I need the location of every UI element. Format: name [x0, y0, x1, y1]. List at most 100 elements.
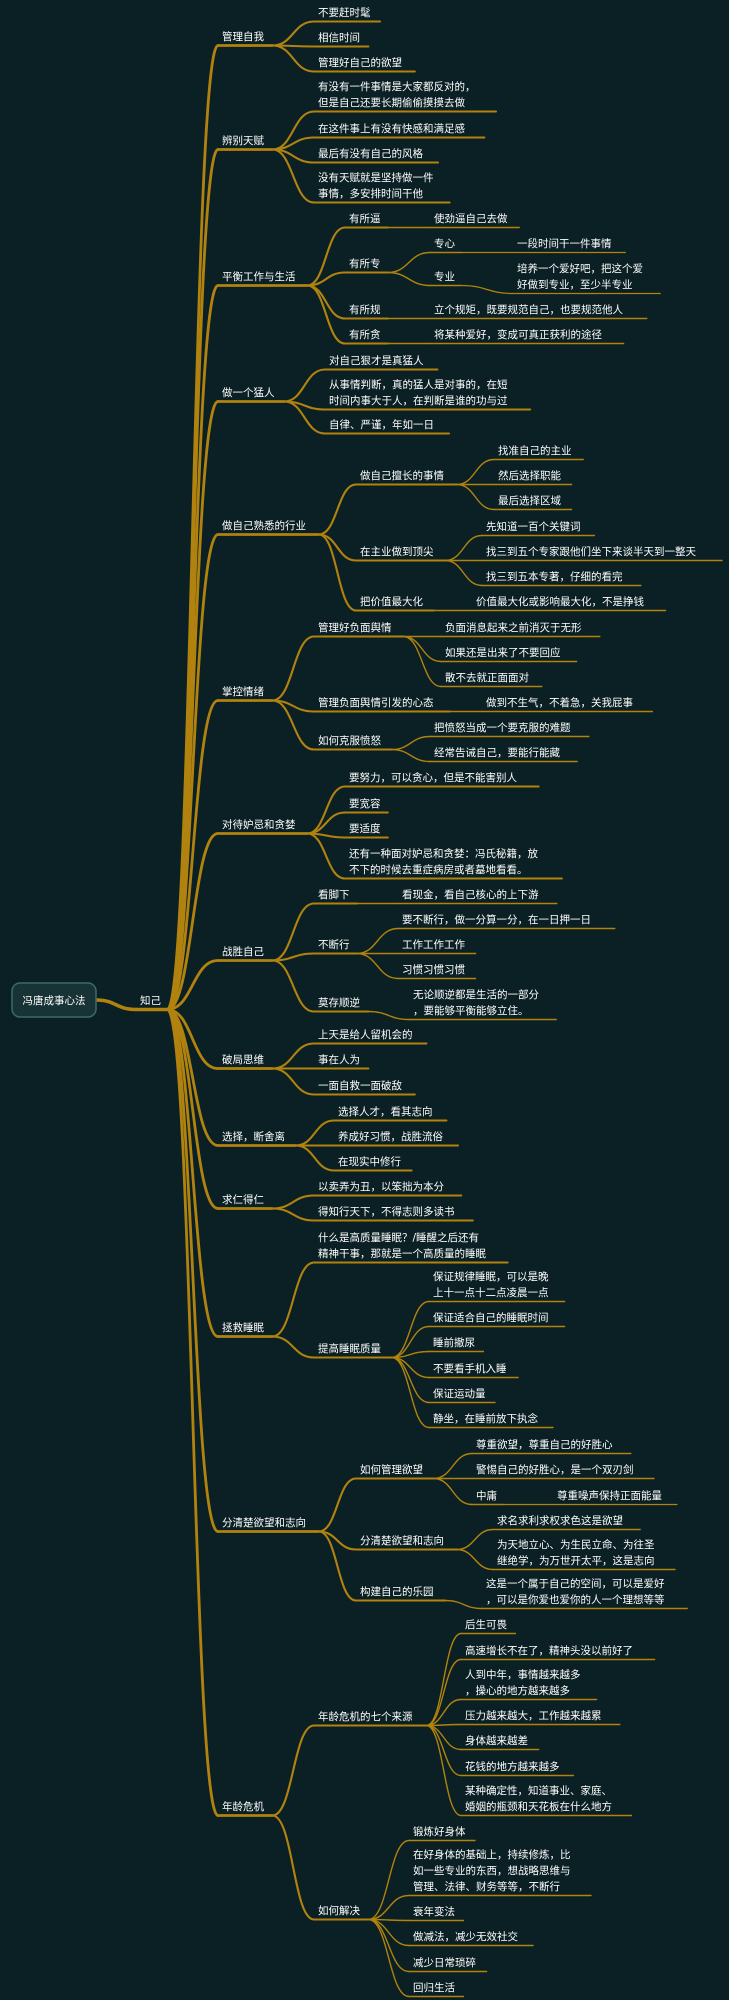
node-label: 要努力，可以贪心，但是不能害别人	[349, 771, 517, 784]
branch-connector	[271, 1724, 316, 1817]
mindmap-node: 对自己狠才是真猛人	[329, 354, 424, 367]
node-label: 找准自己的主业	[498, 444, 572, 457]
mindmap-node: 花钱的地方越来越多	[465, 1760, 560, 1773]
node-label: 使劲逼自己去做	[434, 212, 508, 225]
branch-connector	[306, 811, 347, 835]
branch-connector	[367, 1010, 410, 1021]
node-label: 找三到五本专著，仔细的看完	[486, 570, 623, 583]
node-label: 在主业做到顶尖	[360, 545, 434, 558]
branch-connector	[282, 400, 327, 435]
mindmap-node: 提高睡眠质量	[318, 1342, 381, 1355]
node-label: 做自己熟悉的行业	[222, 519, 306, 532]
node-label: 衰年变法	[413, 1905, 455, 1918]
branch-connector	[444, 534, 483, 562]
branch-connector	[271, 959, 316, 1013]
node-label: 把愤怒当成一个要克服的难题	[434, 721, 571, 734]
node-label: 选择人才，看其志向	[338, 1105, 433, 1118]
branch-connector	[165, 284, 220, 1011]
node-label: 养成好习惯，战胜流俗	[338, 1130, 443, 1143]
node-label: 好做到专业，至少半专业	[517, 278, 633, 291]
node-label: 最后有没有自己的风格	[318, 147, 423, 160]
node-label: 在好身体的基础上，持续修炼，比	[413, 1848, 571, 1861]
mindmap-node: 分清楚欲望和志向	[360, 1534, 444, 1547]
node-label: 有所规	[349, 303, 381, 316]
mindmap-node: 不要赶时髦	[318, 6, 371, 19]
mindmap-node: 无论顺逆都是生活的一部分，要能够平衡能够立住。	[413, 988, 539, 1017]
mindmap-node: 静坐，在睡前放下执念	[433, 1412, 538, 1425]
mindmap-node: 在这件事上有没有快感和满足感	[318, 122, 465, 135]
branch-connector	[271, 148, 316, 204]
node-label: 事情，多安排时间干他	[318, 187, 423, 200]
node-label: 莫存顺逆	[318, 996, 360, 1009]
mindmap-node: 事在人为	[318, 1053, 360, 1066]
node-label: 看脚下	[318, 888, 350, 901]
node-label: 立个规矩，既要规范自己，也要规范他人	[434, 303, 623, 316]
branch-connector	[271, 1207, 316, 1222]
mindmap-node: 构建自己的乐园	[360, 1585, 434, 1598]
mindmap-node: 对待妒忌和贪婪	[222, 818, 296, 831]
node-label: 年龄危机的七个来源	[318, 1710, 413, 1723]
mindmap-node: 如何解决	[318, 1904, 360, 1917]
branch-connector	[271, 1194, 316, 1210]
node-label: 压力越来越大，工作越来越累	[465, 1709, 602, 1722]
mindmap-node: 减少日常琐碎	[413, 1956, 476, 1969]
branch-connector	[317, 483, 358, 536]
mindmap-node: 以卖弄为丑，以笨拙为本分	[318, 1180, 444, 1193]
node-label: 事在人为	[318, 1053, 360, 1066]
branch-connector	[165, 1008, 220, 1338]
mindmap-nodes: 冯唐成事心法知己管理自我不要赶时髦相信时间管理好自己的欲望辨别天赋有没有一件事情…	[11, 6, 723, 1998]
branch-connector	[165, 533, 220, 1011]
node-label: 不要看手机入睡	[433, 1362, 507, 1375]
mindmap-node: 专心	[434, 237, 455, 250]
node-label: 身体越来越差	[465, 1734, 528, 1747]
branch-connector	[444, 559, 483, 587]
node-label: 管理好负面舆情	[318, 621, 392, 634]
node-label: 经常告诫自己，要能行能藏	[434, 746, 560, 759]
branch-connector	[271, 635, 316, 702]
mindmap-node: 有所规	[349, 303, 381, 316]
node-label: 但是自己还要长期偷偷摸摸去做	[318, 96, 465, 109]
node-label: 专业	[434, 270, 455, 283]
branch-connector	[165, 1008, 220, 1070]
mindmap-node: 先知道一百个关键词	[486, 520, 581, 533]
branch-connector	[306, 226, 347, 287]
branch-connector	[390, 1356, 430, 1429]
node-label: 有所贪	[349, 328, 381, 341]
mindmap-connectors	[94, 20, 554, 1998]
branch-connector	[306, 785, 347, 835]
mindmap-node: 做自己擅长的事情	[360, 469, 444, 482]
node-label: 自律、严谨，年如一日	[329, 418, 434, 431]
node-label: 尊重噪声保持正面能量	[557, 1489, 662, 1502]
node-label: 得知行天下，不得志则多读书	[318, 1205, 455, 1218]
node-label: 辨别天赋	[222, 134, 264, 147]
node-label: 相信时间	[318, 31, 360, 44]
node-label: 精神干事，那就是一个高质量的睡眠	[318, 1247, 486, 1260]
branch-connector	[356, 952, 399, 980]
node-label: 没有天赋就是坚持做一件	[318, 171, 434, 184]
branch-connector	[294, 1144, 336, 1172]
node-label: 锻炼好身体	[413, 1825, 466, 1838]
branch-connector	[271, 1261, 316, 1338]
node-label: 在现实中修行	[338, 1155, 401, 1168]
mindmap-node: 辨别天赋	[222, 134, 264, 147]
branch-connector	[387, 251, 431, 274]
mindmap-node: 要适度	[349, 822, 381, 835]
node-label: 工作工作工作	[402, 939, 465, 951]
branch-connector	[367, 1894, 410, 1921]
mindmap-node: 做自己熟悉的行业	[222, 519, 306, 532]
branch-connector	[402, 635, 442, 688]
node-label: 要不断行，做一分算一分，在一日押一日	[402, 913, 591, 926]
mindmap-node: 知己	[140, 994, 161, 1007]
node-label: 如何克服愤怒	[318, 734, 381, 747]
node-label: 如何解决	[318, 1904, 360, 1917]
mindmap-node: 回归生活	[413, 1981, 455, 1994]
node-label: 从事情判断，真的猛人是对事的，在短	[329, 378, 508, 391]
mindmap-node: 这是一个属于自己的空间，可以是爱好，可以是你爱也爱你的人一个理想等等	[486, 1577, 665, 1606]
node-label: 提高睡眠质量	[318, 1342, 381, 1355]
node-label: 如一些专业的东西，想战略思维与	[413, 1864, 571, 1877]
branch-connector	[271, 1067, 316, 1096]
mindmap-node: 如果还是出来了不要回应	[445, 646, 561, 659]
node-label: 培养一个爱好吧，把这个爱	[517, 262, 643, 275]
